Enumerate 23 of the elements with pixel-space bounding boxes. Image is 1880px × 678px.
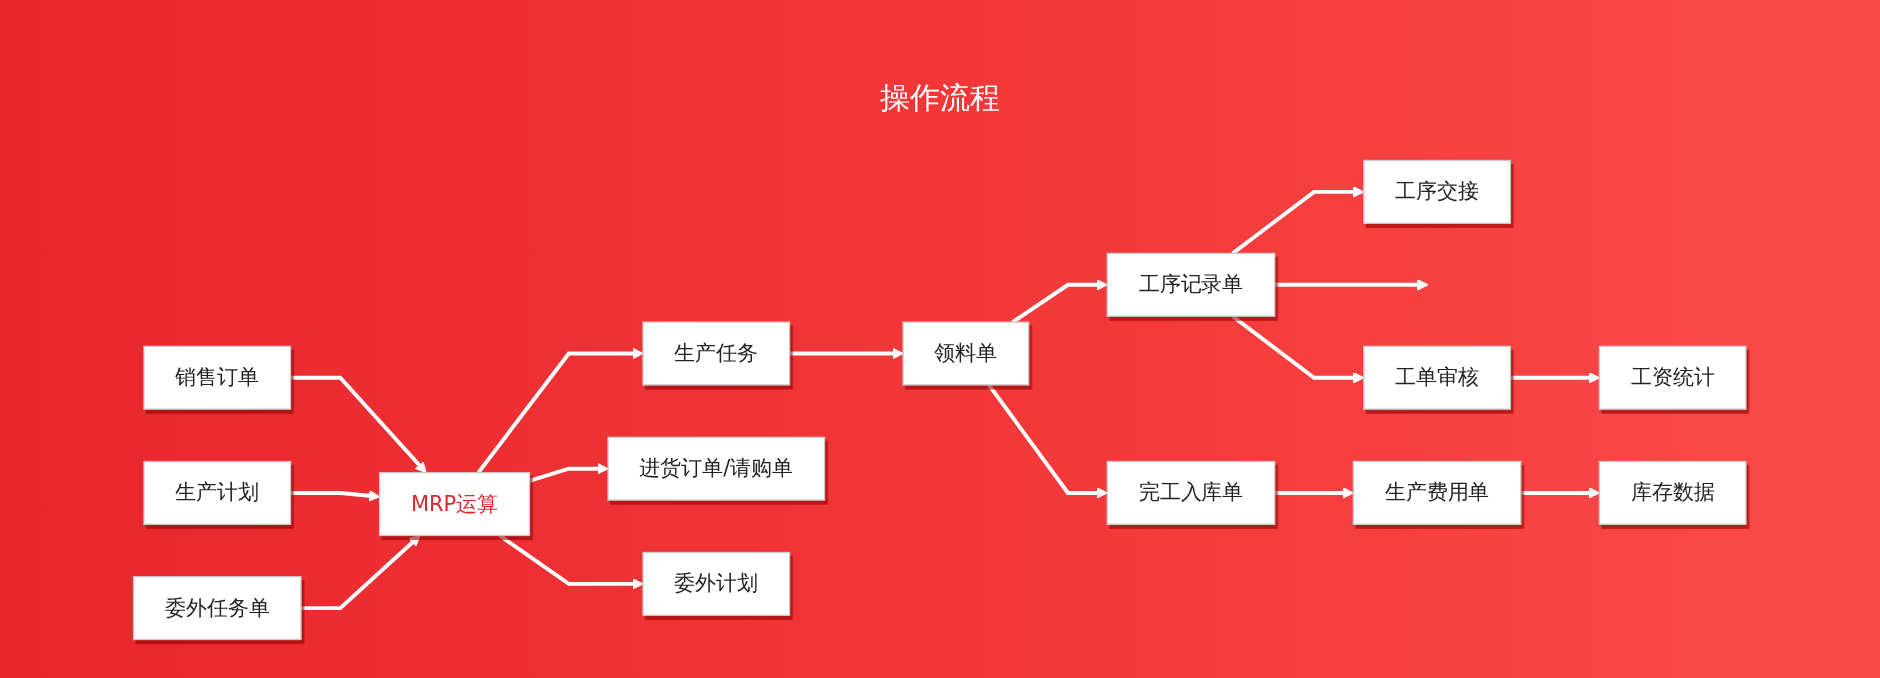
arrow	[529, 462, 609, 483]
arrow	[1231, 186, 1365, 255]
node-box: 销售订单	[143, 345, 292, 410]
node-box: 工序记录单	[1106, 252, 1276, 317]
arrow	[301, 534, 421, 611]
node-box: 完工入库单	[1106, 460, 1276, 525]
node-box: MRP运算	[379, 471, 531, 537]
arrow	[477, 347, 644, 474]
node-box: 进货订单/请购单	[607, 436, 826, 501]
node-box: 委外任务单	[133, 576, 302, 641]
node-box: 生产任务	[642, 321, 791, 386]
node-box: 委外计划	[642, 551, 791, 616]
arrow	[1275, 279, 1429, 291]
arrow	[789, 347, 904, 360]
node-box: 工资统计	[1599, 345, 1747, 410]
node-box: 工序交接	[1363, 159, 1512, 224]
arrow	[290, 375, 427, 474]
title: 操作流程	[880, 80, 1000, 115]
node-box: 工单审核	[1363, 345, 1512, 410]
node-box: 库存数据	[1599, 460, 1747, 525]
node-box: 生产费用单	[1352, 460, 1522, 525]
node-box: 领料单	[902, 321, 1030, 386]
node-box: 生产计划	[143, 460, 292, 525]
